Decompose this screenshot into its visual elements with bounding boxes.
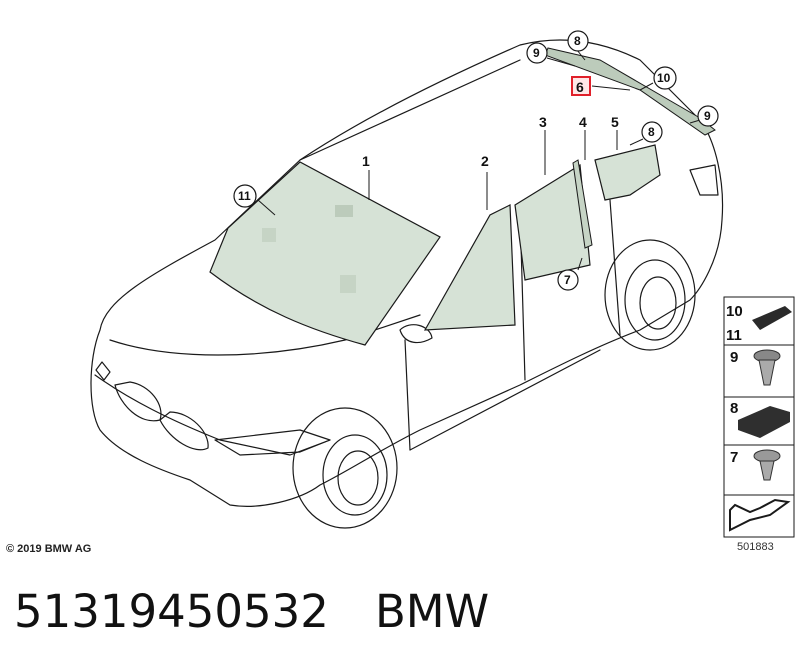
footer: 51319450532 BMW (14, 585, 489, 638)
copyright: © 2019 BMW AG (6, 543, 92, 555)
leader-8b (629, 138, 644, 146)
leader-10 (639, 82, 654, 91)
brand-name: BMW (374, 585, 490, 638)
callout-9a-circle (526, 42, 548, 64)
callout-9b: 9 (704, 109, 711, 123)
part-number: 51319450532 (14, 585, 329, 638)
headlight (214, 429, 331, 456)
side-mirror (399, 324, 433, 344)
parts-diagram: 1 2 3 4 5 6 7 8 8 9 9 10 11 10 11 9 8 7 (90, 30, 795, 538)
callout-7: 7 (564, 273, 571, 287)
callout-7-circle (557, 269, 579, 291)
callout-10: 10 (657, 71, 671, 85)
quarter-glass (594, 144, 661, 201)
rear-light (689, 164, 719, 196)
callout-1: 1 (362, 153, 370, 169)
legend-num-11: 11 (726, 327, 742, 344)
clip-icon-9 (753, 349, 781, 386)
front-wheel (322, 434, 388, 516)
rear-wheel (624, 259, 686, 341)
rear-door-glass (514, 163, 591, 281)
arrow-icon (729, 498, 791, 532)
leader-8a (576, 49, 586, 61)
callout-8b: 8 (648, 125, 655, 139)
rear-wheel-arch (604, 239, 696, 351)
callout-11-circle (233, 184, 257, 208)
callout-8a: 8 (574, 34, 581, 48)
kidney-grille-right (159, 411, 209, 451)
rear-window-strip (544, 47, 716, 136)
legend-num-8: 8 (730, 400, 738, 417)
leader-6 (591, 85, 631, 91)
front-door-glass (423, 204, 516, 331)
callout-3: 3 (539, 114, 547, 130)
callout-4: 4 (579, 114, 587, 130)
leader-9b (689, 119, 701, 124)
front-wheel-arch (292, 407, 398, 529)
callout-6-highlight (571, 76, 591, 96)
legend-num-7: 7 (730, 449, 738, 466)
callout-9a: 9 (533, 46, 540, 60)
door-line-front (404, 339, 411, 451)
sill-line (409, 349, 601, 451)
clip-icon-7 (753, 449, 781, 481)
callout-9b-circle (697, 105, 719, 127)
door-line-rear (609, 199, 621, 336)
callout-8a-circle (567, 30, 589, 52)
car-body-outline (90, 39, 724, 507)
rear-wheel-hub (639, 276, 677, 330)
leader-11 (257, 199, 276, 216)
trim-strip-icon (752, 306, 792, 330)
front-wheel-hub (337, 450, 379, 506)
legend-num-10: 10 (726, 303, 743, 320)
callout-5: 5 (611, 114, 619, 130)
callout-10-circle (653, 66, 677, 90)
diagram-id: 501883 (737, 541, 774, 553)
callout-8b-circle (641, 121, 663, 143)
callout-11: 11 (238, 189, 251, 203)
foam-pad-icon (738, 406, 790, 438)
callout-6: 6 (576, 79, 584, 95)
hood-line (109, 314, 421, 356)
b-pillar-trim (572, 159, 593, 249)
fog-light (95, 361, 111, 381)
roof-line (299, 59, 521, 161)
leader-9a (546, 57, 576, 67)
callout-2: 2 (481, 153, 489, 169)
front-fascia (94, 374, 331, 456)
legend-num-9: 9 (730, 349, 738, 366)
leader-7 (577, 257, 583, 271)
